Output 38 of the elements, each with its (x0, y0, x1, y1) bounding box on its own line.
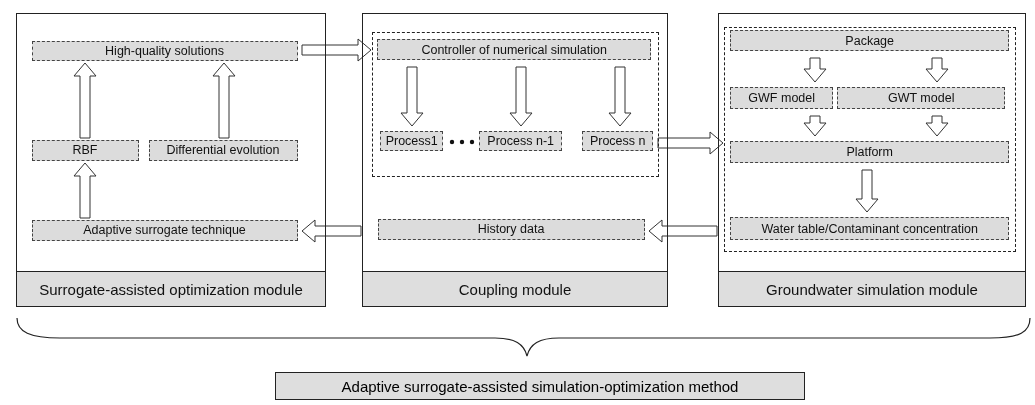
process-box: Adaptive surrogate technique (31, 219, 298, 241)
block-arrow (803, 57, 827, 83)
method-box: Adaptive surrogate-assisted simulation-optimization method (275, 372, 805, 400)
block-arrow (925, 115, 949, 137)
dashed-group-box (723, 26, 1016, 252)
block-arrow (855, 169, 879, 213)
module-title-band: Surrogate-assisted optimization module (17, 271, 325, 306)
block-arrow (925, 57, 949, 83)
process-box: GWF model (730, 87, 834, 110)
block-arrow (648, 219, 718, 243)
module-title-band: Groundwater simulation module (719, 271, 1025, 306)
process-box: Process n-1 (479, 131, 563, 152)
block-arrow (301, 219, 362, 243)
block-arrow (400, 66, 424, 127)
block-arrow (608, 66, 632, 127)
block-arrow (301, 38, 372, 62)
block-arrow (803, 115, 827, 137)
process-box: Differential evolution (148, 139, 298, 161)
module-title-band: Coupling module (363, 271, 667, 306)
module-panel (362, 13, 668, 307)
block-arrow (73, 62, 97, 139)
process-box: Water table/Contaminant concentration (730, 217, 1010, 241)
module-panel (16, 13, 326, 307)
process-box: Platform (730, 141, 1010, 164)
process-box: High-quality solutions (31, 40, 298, 61)
process-box: RBF (31, 139, 139, 161)
block-arrow (212, 62, 236, 139)
block-arrow (657, 131, 724, 155)
module-panel (718, 13, 1026, 307)
dashed-group-box (371, 31, 659, 177)
process-box: GWT model (837, 87, 1006, 110)
process-box: Process1 (380, 131, 444, 152)
block-arrow (73, 162, 97, 219)
process-box: History data (377, 218, 645, 240)
block-arrow (509, 66, 533, 127)
process-box: Package (730, 30, 1010, 52)
process-box: Process n (582, 131, 654, 152)
process-box: Controller of numerical simulation (377, 39, 652, 61)
